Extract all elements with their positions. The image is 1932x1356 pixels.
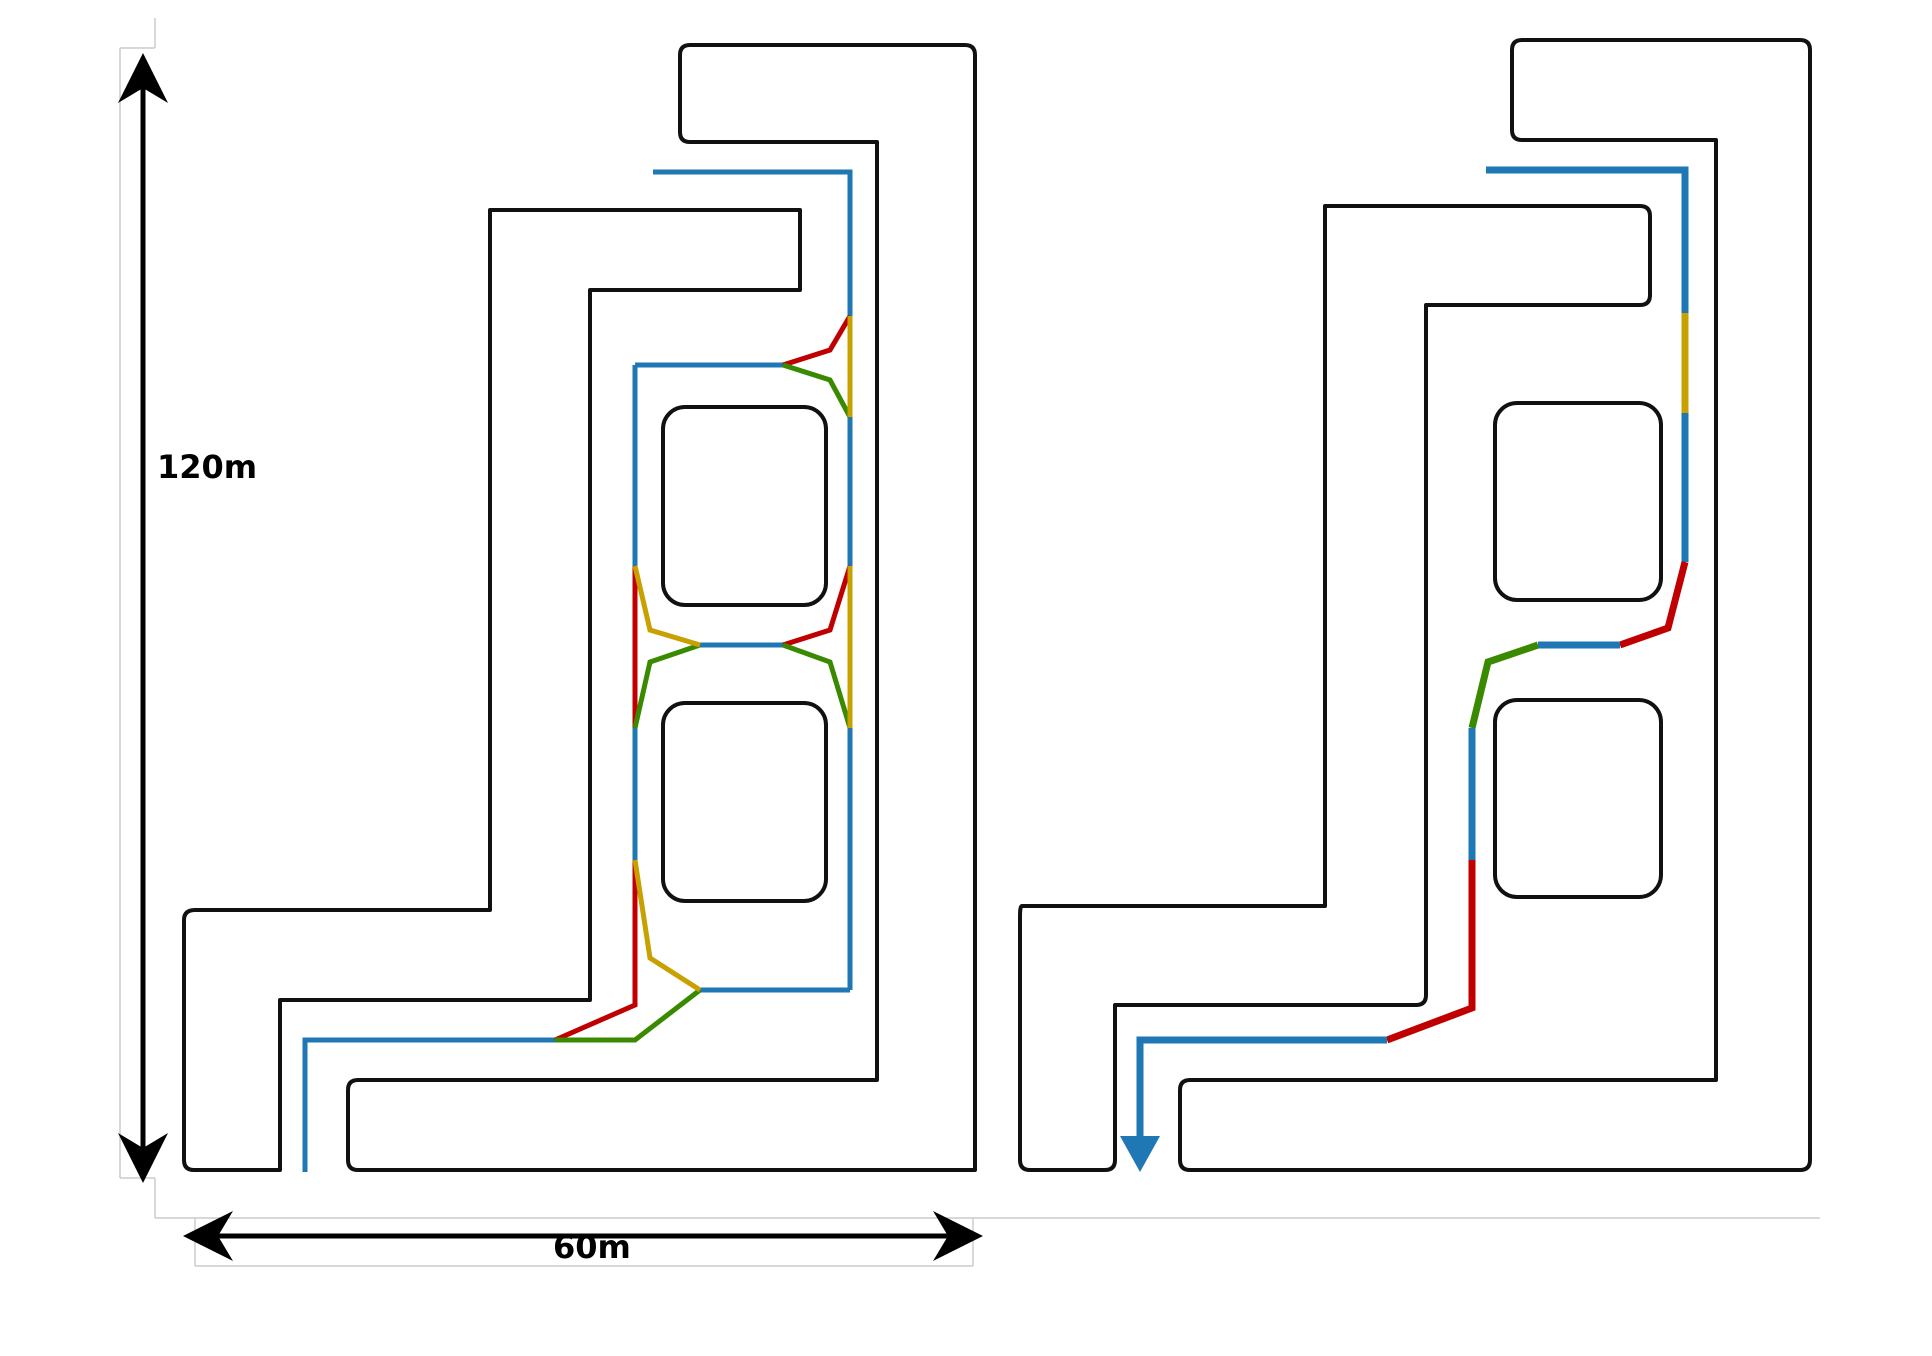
right-track-walls — [1018, 38, 1812, 1172]
right-route-left-turn-1 — [1618, 561, 1689, 649]
right-route-left-turn-2 — [1385, 860, 1476, 1044]
right-route-straight-5 — [1136, 1036, 1387, 1140]
right-route-arrowhead — [1120, 1136, 1160, 1172]
left-outer-wall — [182, 208, 802, 1172]
left-track-walls — [182, 43, 977, 1172]
dimension-arrows — [118, 52, 983, 1261]
right-route-straight-1 — [1486, 166, 1689, 313]
right-track-route — [1120, 166, 1689, 1172]
left-route-lane-change — [632, 316, 853, 993]
left-route-straight — [302, 169, 853, 1172]
left-track-routes — [302, 169, 853, 1172]
left-outer-right-wall — [346, 43, 977, 1172]
left-route-right-turn — [555, 362, 853, 1043]
right-outer-wall — [1018, 204, 1652, 1172]
right-island-2 — [1493, 698, 1663, 899]
left-island-2 — [661, 701, 828, 903]
height-dimension-label: 120m — [157, 448, 258, 486]
left-route-left-turn — [553, 314, 853, 1043]
right-island-1 — [1493, 401, 1663, 602]
width-dimension-label: 60m — [553, 1228, 631, 1266]
right-route-right-turn — [1468, 641, 1540, 729]
left-island-1 — [661, 405, 828, 607]
right-outer-right-wall — [1178, 38, 1812, 1172]
